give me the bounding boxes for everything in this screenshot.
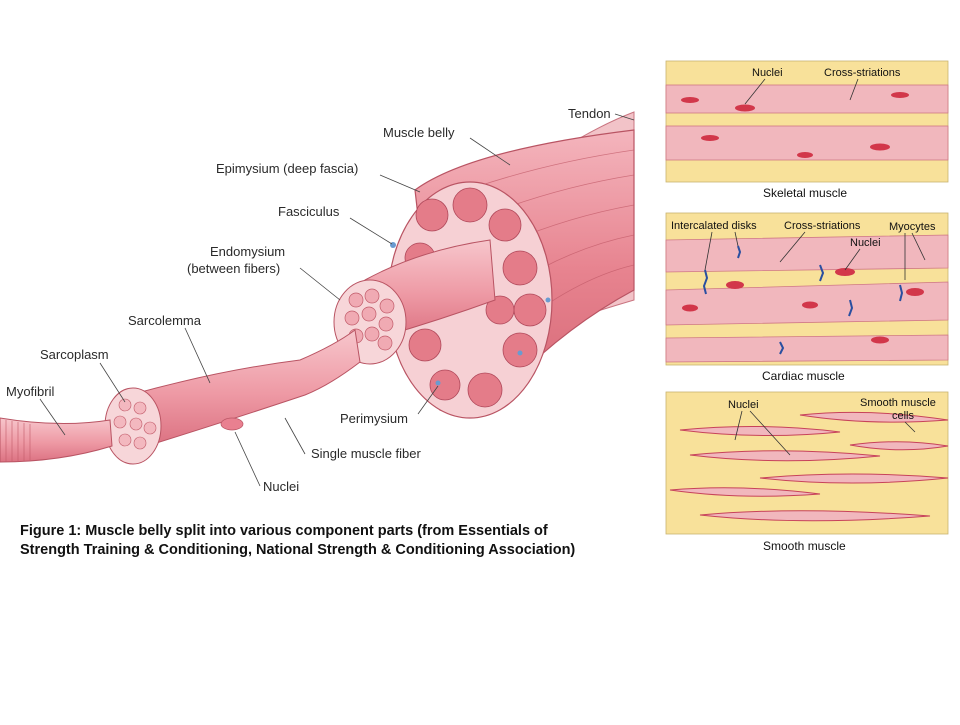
nucleus-bulge [220, 417, 244, 431]
label-perimysium: Perimysium [340, 411, 408, 426]
cardiac-nuclei [682, 268, 924, 344]
figure-caption-line1: Figure 1: Muscle belly split into variou… [20, 523, 548, 539]
skeletal-label-striations: Cross-striations [824, 67, 901, 79]
skeletal-caption: Skeletal muscle [763, 186, 847, 200]
label-sarcoplasm: Sarcoplasm [40, 347, 109, 362]
myofibril-shape [0, 417, 113, 463]
label-single-fiber: Single muscle fiber [311, 446, 421, 461]
smooth-label-cells: Smooth muscle [860, 397, 936, 409]
label-fasciculus: Fasciculus [278, 204, 340, 219]
figure-caption: Figure 1: Muscle belly split into variou… [20, 522, 640, 560]
myofibril-circles [113, 398, 157, 450]
smooth-panel: Nuclei Smooth muscle cells Smooth muscle [665, 391, 949, 553]
smooth-caption: Smooth muscle [763, 539, 846, 553]
cardiac-label-nuclei: Nuclei [850, 237, 881, 249]
label-myofibril: Myofibril [6, 384, 55, 399]
label-endomysium-sub: (between fibers) [187, 261, 280, 276]
smooth-cells [669, 411, 949, 522]
cardiac-label-myocytes: Myocytes [889, 221, 936, 233]
muscle-diagram: Tendon Muscle belly Epimysium (deep fasc… [0, 106, 635, 494]
label-tendon: Tendon [568, 106, 611, 121]
skeletal-nuclei [681, 92, 909, 158]
single-fiber-shape [129, 329, 361, 446]
skeletal-label-nuclei: Nuclei [752, 67, 783, 79]
label-muscle-belly: Muscle belly [383, 125, 455, 140]
myofibril-striations [5, 420, 31, 462]
smooth-leaders [734, 410, 916, 456]
label-nuclei: Nuclei [263, 479, 299, 494]
label-endomysium: Endomysium [210, 244, 285, 259]
cardiac-label-striations: Cross-striations [784, 220, 861, 232]
cardiac-leaders [704, 231, 926, 280]
cardiac-caption: Cardiac muscle [762, 369, 845, 383]
smooth-label-nuclei: Nuclei [728, 399, 759, 411]
label-epimysium: Epimysium (deep fascia) [216, 161, 358, 176]
label-sarcolemma: Sarcolemma [128, 313, 202, 328]
skeletal-panel: Nuclei Cross-striations Skeletal muscle [665, 60, 949, 200]
smooth-label-cells-2: cells [892, 410, 915, 422]
intercalated-disks [702, 245, 904, 355]
leader-lines [39, 113, 635, 487]
skeletal-leaders [744, 78, 859, 105]
cardiac-label-disks: Intercalated disks [671, 220, 757, 232]
figure-caption-line2: Strength Training & Conditioning, Nation… [20, 542, 576, 558]
cardiac-panel: Intercalated disks Cross-striations Myoc… [665, 212, 949, 383]
